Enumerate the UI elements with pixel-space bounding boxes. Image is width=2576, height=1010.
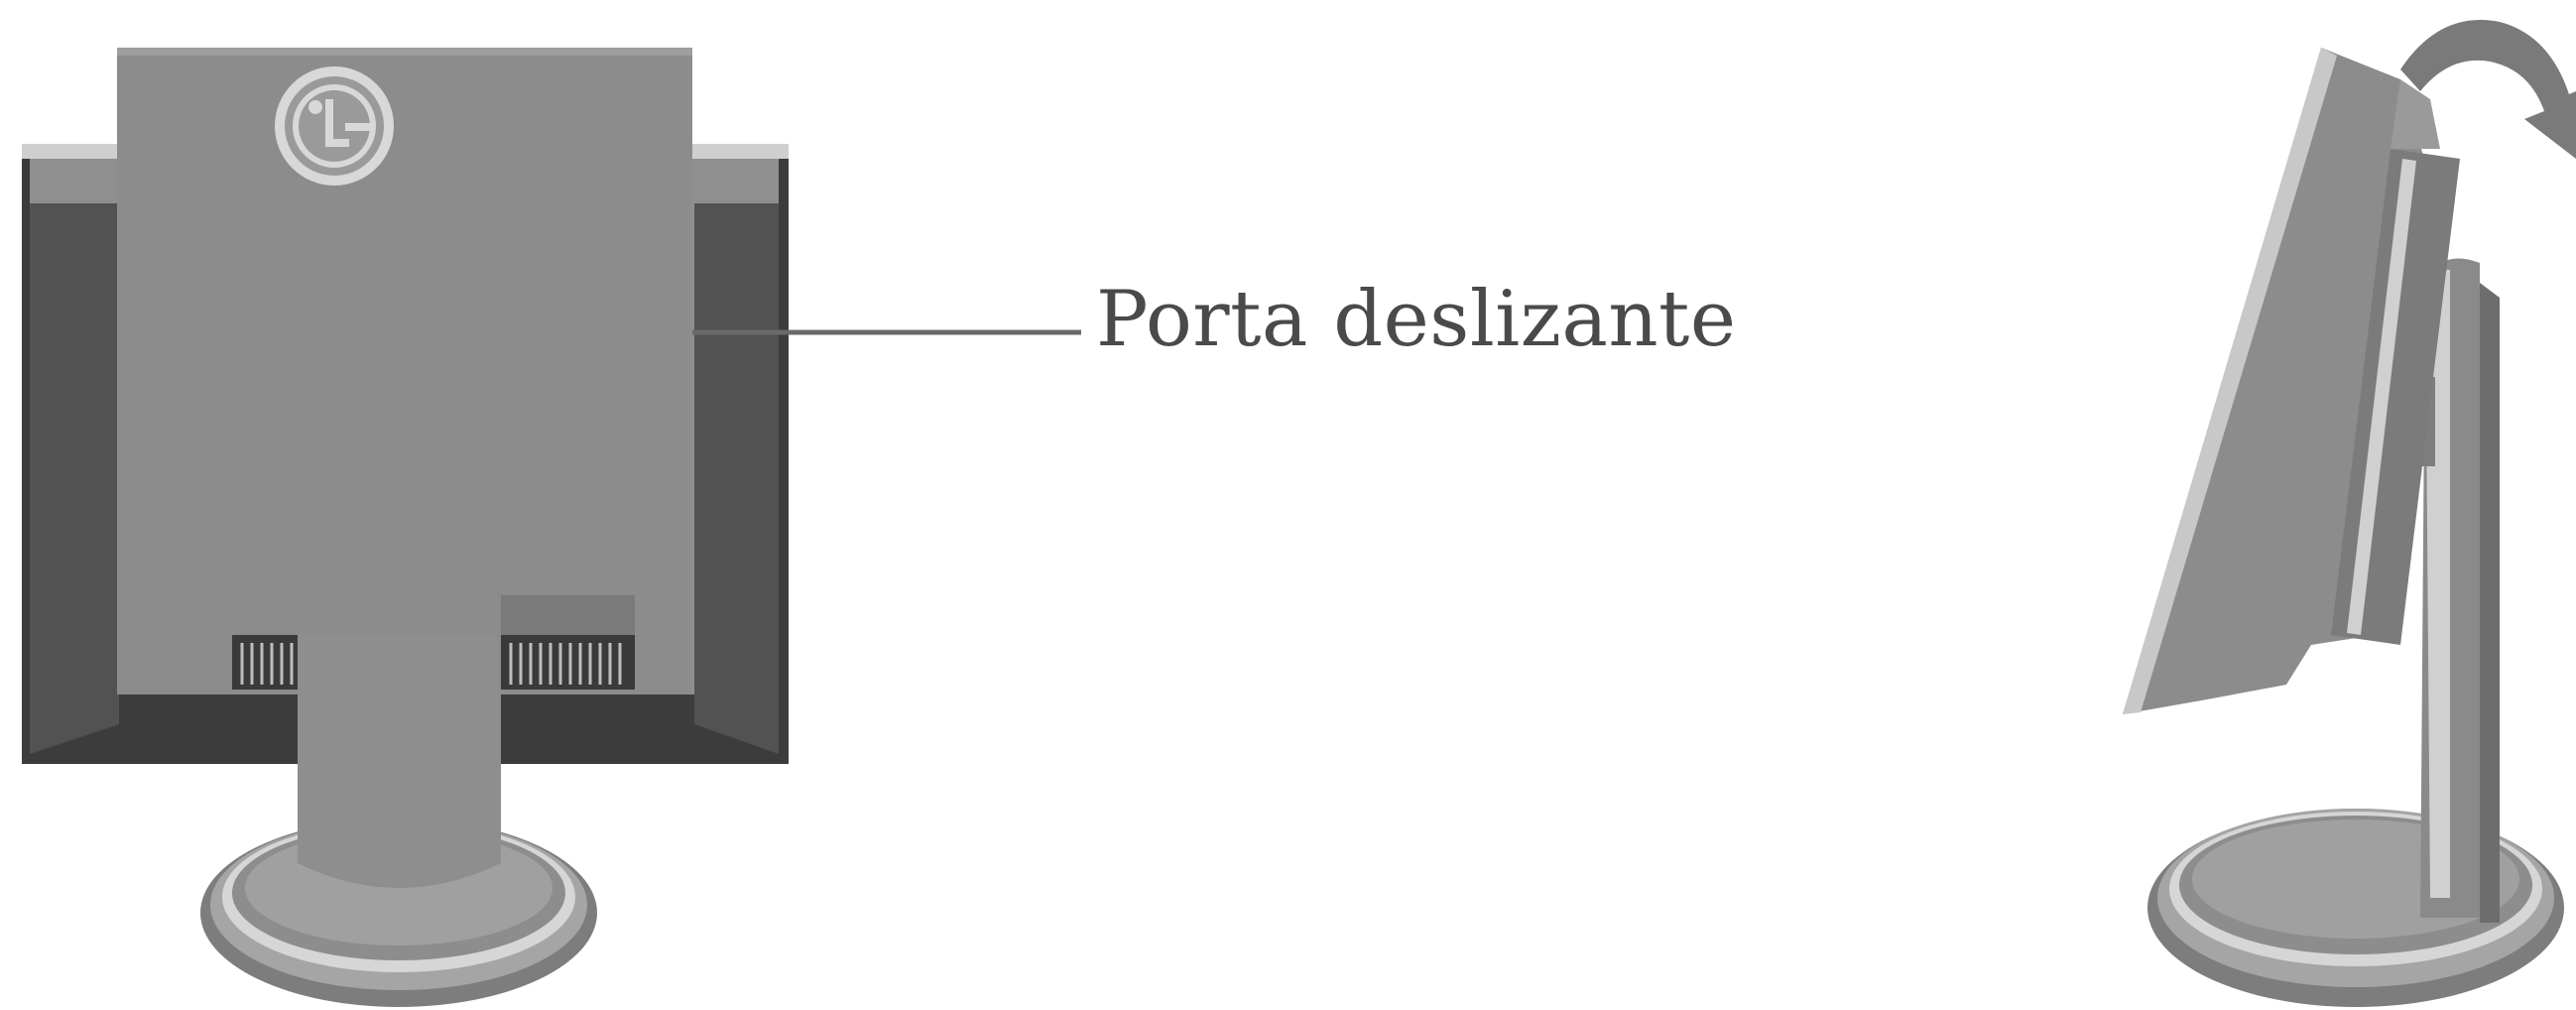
sliding-door-callout-label: Porta deslizante	[1096, 275, 1737, 364]
monitor-side-view	[2123, 20, 2576, 1007]
side-view-base	[2147, 809, 2564, 1007]
sliding-door-panel	[117, 48, 692, 694]
curved-arrow-icon	[2400, 20, 2576, 159]
monitor-rear-view	[22, 48, 1081, 1007]
lg-logo-icon	[275, 66, 394, 186]
monitor-stand-neck	[298, 635, 501, 888]
rear-connector-ports	[232, 595, 635, 690]
side-view-monitor-body	[2123, 48, 2460, 714]
